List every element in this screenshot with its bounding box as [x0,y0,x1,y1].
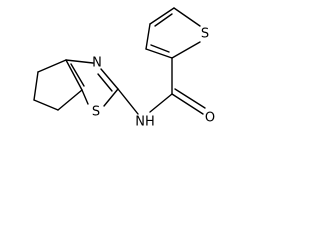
bond-carbonyl-o-double [174,88,206,109]
bond-n-c2-double [97,73,113,92]
bond-c3a-n [65,59,94,64]
bond-c8-c3a [37,59,67,73]
bond-nh-carbonyl [149,93,173,113]
thiazole-nitrogen-label: N [92,56,102,71]
bond-n-c2 [100,68,119,90]
thiophene-sulfur-label: S [201,27,209,42]
bond-tc3-tc2-double [150,44,170,53]
bond-tc4-tc3 [145,23,151,50]
bond-c3a-c5a-double [70,63,85,87]
bond-c3a-c5a [65,59,83,91]
molecule-structure-diagram: S N S NH O [33,7,215,130]
cyclopentane-ring [33,59,83,111]
bond-tc3-tc2 [145,48,173,59]
bond-c6-c7 [33,99,59,111]
thiophene-ring [145,7,201,95]
thiazole-ring [65,59,119,107]
bond-s-tc5 [173,7,201,27]
bond-tc2-s [171,41,201,59]
thiazole-sulfur-label: S [92,105,100,120]
bond-s-c5a [81,89,89,105]
bond-c2-s [103,88,119,107]
bond-c2-nh [117,88,139,115]
bond-c7-c8 [33,71,39,101]
amide-nh-label: NH [135,115,155,130]
bond-c5a-c6 [57,89,83,111]
carbonyl-oxygen-label: O [205,111,215,126]
bond-tc5-tc4-double [154,13,173,27]
bond-tc5-tc4 [149,7,175,25]
bond-carbonyl-o [171,93,204,115]
amide-linkage [117,88,206,115]
